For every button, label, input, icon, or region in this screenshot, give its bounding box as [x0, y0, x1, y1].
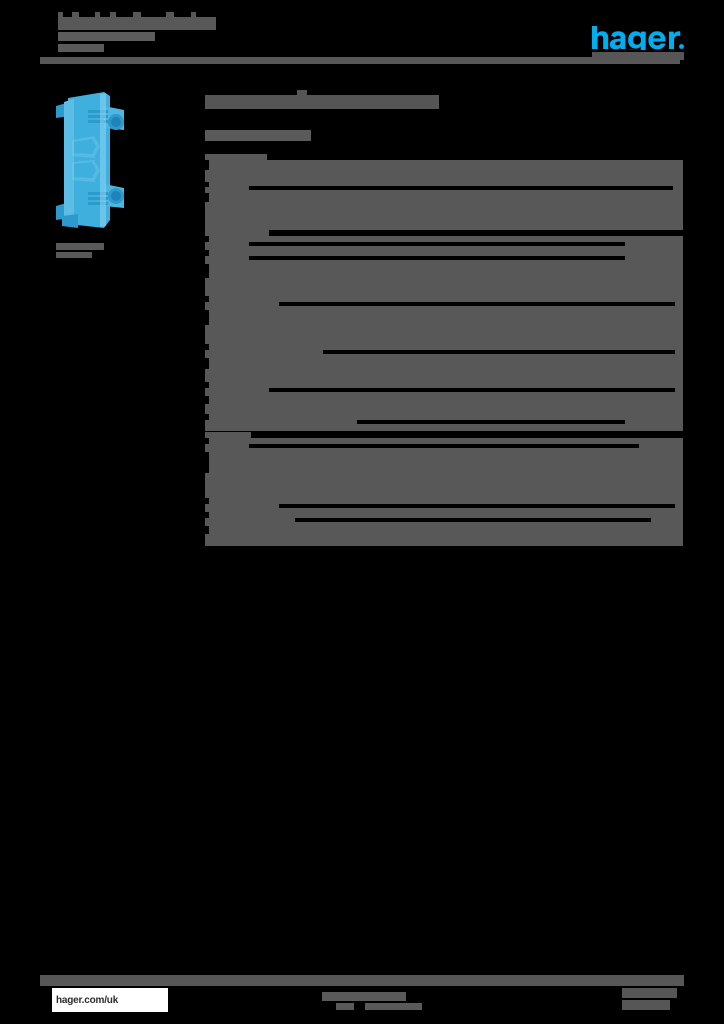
spec-row-label-notch — [205, 438, 209, 444]
spec-row-leader — [249, 186, 673, 190]
spec-row-leader — [279, 302, 675, 306]
spec-table — [205, 438, 683, 546]
spec-table-header-tab — [205, 432, 251, 438]
spec-row-label-notch — [205, 310, 209, 325]
spec-row-label-notch — [205, 414, 209, 420]
document-reference — [58, 44, 104, 52]
document-title-ascender-4 — [110, 12, 116, 18]
spec-row-label-notch — [205, 452, 209, 473]
spec-table-header-tab — [205, 230, 269, 236]
spec-row-label-notch — [205, 396, 209, 404]
spec-row-leader — [323, 350, 675, 354]
content-heading — [205, 95, 439, 109]
spec-row-label-notch — [205, 264, 209, 278]
footer-right-line-b — [622, 1000, 670, 1010]
spec-row-label-notch — [205, 344, 209, 350]
spec-row-label-notch — [205, 250, 209, 256]
spec-row-label-notch — [205, 296, 209, 302]
spec-row-label-notch — [205, 526, 209, 534]
document-title — [58, 17, 216, 30]
document-title-ascender-5 — [133, 12, 141, 18]
footer-top-strip — [40, 975, 684, 980]
spec-row-leader — [357, 420, 625, 424]
footer-right-line-a — [622, 988, 677, 998]
footer-center-sub-a — [336, 1003, 354, 1010]
product-caption-line-2 — [56, 252, 92, 258]
spec-row-label-notch — [205, 358, 209, 369]
product-caption-line-1 — [56, 243, 104, 250]
spec-table-header-tab — [205, 154, 267, 160]
document-subtitle — [58, 32, 155, 41]
spec-row-label-notch — [205, 236, 209, 242]
spec-row-leader — [279, 504, 675, 508]
hager-logo — [592, 26, 684, 50]
spec-row-label-notch — [205, 498, 209, 504]
spec-row-label-notch — [205, 512, 209, 518]
footer-url-box[interactable]: hager.com/uk — [52, 988, 168, 1012]
document-title-ascender-1 — [58, 12, 63, 18]
footer-url[interactable]: hager.com/uk — [56, 994, 119, 1006]
spec-row-label-notch — [205, 193, 209, 202]
document-title-ascender-3 — [95, 12, 100, 18]
spec-row-leader — [295, 518, 651, 522]
page-header — [0, 0, 724, 72]
content-subheading — [205, 130, 311, 141]
footer-center-line — [322, 992, 406, 1001]
header-divider — [55, 57, 680, 64]
document-title-ascender-7 — [191, 12, 196, 18]
content-heading-ascender — [297, 90, 307, 96]
spec-row-leader — [249, 256, 625, 260]
spec-row-leader — [249, 242, 625, 246]
document-title-ascender-2 — [72, 12, 79, 18]
header-divider-left — [40, 57, 56, 64]
spec-table — [205, 236, 683, 431]
footer-center-sub-b — [365, 1003, 422, 1010]
footer-divider — [40, 980, 684, 986]
document-title-ascender-6 — [166, 12, 174, 18]
spec-row-label-notch — [205, 182, 209, 187]
spec-row-leader — [249, 444, 639, 448]
logo-tagline — [592, 52, 684, 60]
spec-table — [205, 160, 683, 230]
spec-row-leader — [269, 388, 675, 392]
product-image — [48, 88, 148, 234]
spec-row-label-notch — [205, 382, 209, 388]
spec-row-label-notch — [205, 160, 209, 170]
